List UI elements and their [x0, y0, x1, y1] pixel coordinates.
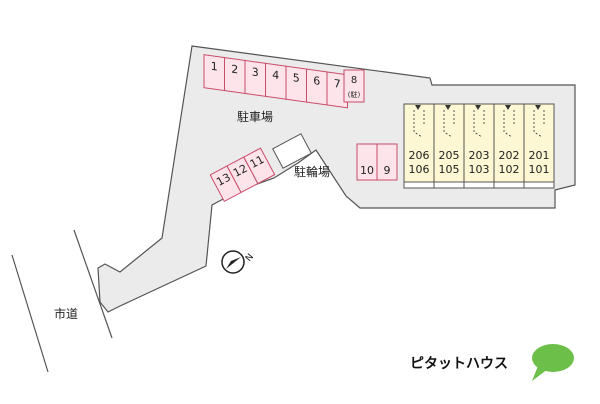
compass-letter: N	[244, 252, 256, 264]
road-line-inner	[73, 229, 113, 339]
parking-space-1-number: 1	[211, 60, 218, 74]
parking-space-8-note: (駐)	[348, 90, 361, 99]
unit-lower-number: 102	[499, 163, 520, 176]
parking-label: 駐車場	[237, 109, 273, 124]
unit-lower-number: 105	[439, 163, 460, 176]
parking-space-7-number: 7	[334, 77, 341, 91]
unit-upper-number: 205	[439, 149, 460, 162]
parking-space-3-number: 3	[252, 65, 259, 79]
parking-space-1: 1	[203, 54, 225, 92]
unit-upper-number: 203	[469, 149, 490, 162]
parking-space-10-number: 10	[360, 164, 374, 177]
unit-upper-number: 202	[499, 149, 520, 162]
road-line-outer	[11, 254, 49, 373]
parking-space-8: 8 (駐)	[343, 69, 365, 103]
parking-space-10: 10	[356, 143, 378, 181]
parking-space-11-number: 11	[248, 153, 266, 171]
unit-upper-number: 206	[409, 149, 430, 162]
parking-space-3: 3	[244, 59, 266, 97]
bicycle-parking-label: 駐輪場	[294, 164, 330, 179]
speech-bubble-icon	[532, 344, 574, 381]
parking-space-2-number: 2	[231, 63, 238, 77]
parking-space-11: 11	[243, 147, 276, 185]
parking-space-9-number: 9	[384, 164, 391, 177]
parking-space-9: 9	[376, 143, 398, 181]
parking-space-5-number: 5	[293, 71, 300, 85]
north-arrow-icon: N	[221, 250, 256, 274]
unit-upper-number: 201	[529, 149, 550, 162]
parking-space-6-number: 6	[313, 74, 320, 88]
parking-space-4-number: 4	[272, 68, 279, 82]
unit-lower-number: 101	[529, 163, 550, 176]
city-road-label: 市道	[54, 306, 78, 321]
bicycle-parking-area	[272, 133, 312, 169]
unit-lower-number: 103	[469, 163, 490, 176]
parking-space-2: 2	[224, 56, 246, 95]
logo-text: ピタットハウス	[410, 356, 508, 372]
parking-space-12: 12	[226, 156, 259, 194]
parking-space-6: 6	[306, 68, 328, 106]
parking-space-5: 5	[285, 65, 307, 103]
parking-row-right: 10 9	[356, 143, 398, 181]
parking-space-12-number: 12	[231, 162, 249, 180]
parking-space-8-number: 8	[351, 75, 357, 86]
unit-lower-number: 106	[409, 163, 430, 176]
parking-space-4: 4	[265, 62, 287, 100]
company-logo: ピタットハウス	[410, 344, 574, 381]
parking-space-13-number: 13	[214, 171, 232, 189]
